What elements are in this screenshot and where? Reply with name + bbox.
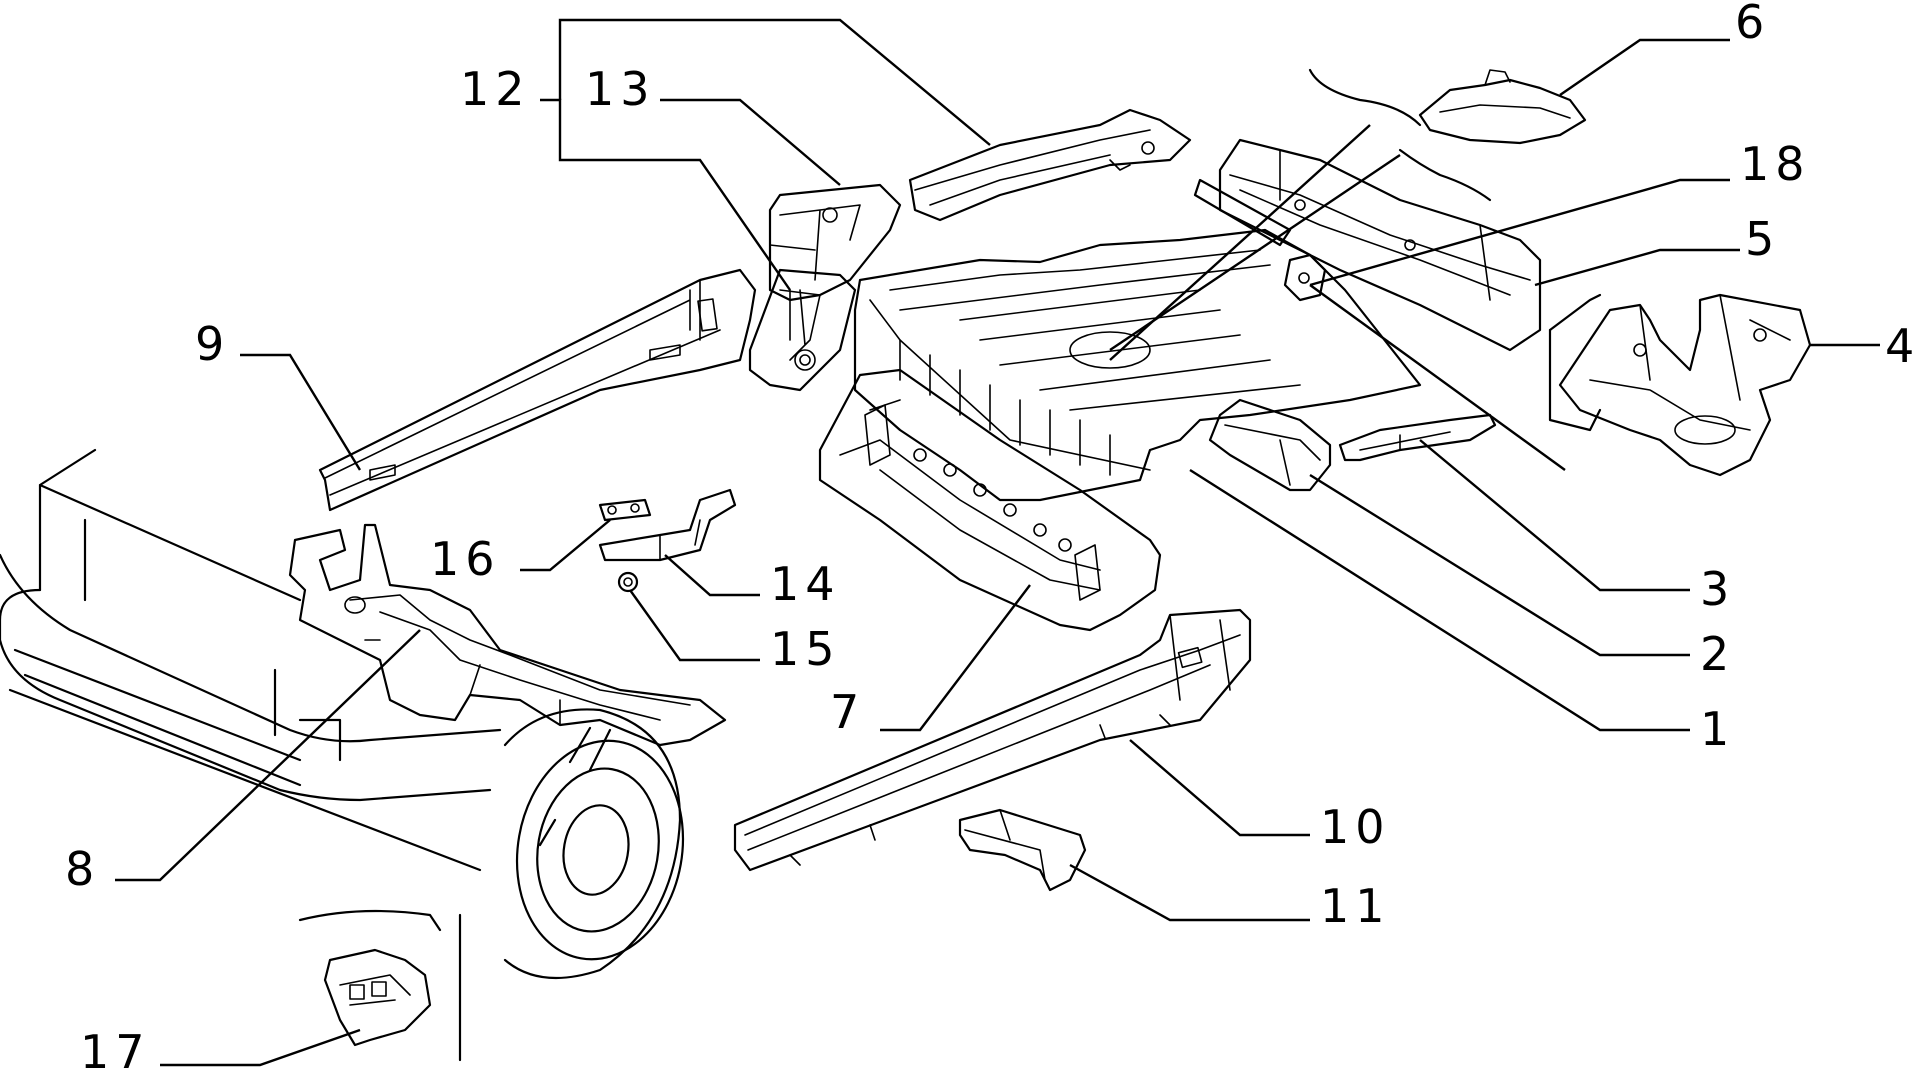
callout-2: 2 <box>1700 627 1735 681</box>
leader-5 <box>1534 248 1740 287</box>
part-17-bracket <box>323 948 432 1047</box>
leader-2 <box>1309 473 1690 657</box>
part-9-side-rail <box>318 268 757 512</box>
leader-7 <box>880 584 1031 732</box>
leader-16 <box>520 519 611 572</box>
rear-wheel <box>503 708 685 980</box>
leader-13 <box>660 98 841 186</box>
leader-8 <box>115 629 421 882</box>
callout-6: 6 <box>1735 0 1770 49</box>
part-12-bracket-lower <box>748 268 857 392</box>
part-7-crossmember <box>818 368 1162 632</box>
callout-9: 9 <box>195 317 230 371</box>
leader-11 <box>1069 863 1310 922</box>
leader-12b <box>558 18 991 146</box>
callout-17: 17 <box>80 1025 151 1071</box>
leader-12 <box>540 98 791 291</box>
callout-3: 3 <box>1700 562 1735 616</box>
callout-7: 7 <box>830 685 865 739</box>
part-5-crossmember <box>1193 138 1542 352</box>
callout-1: 1 <box>1700 702 1735 756</box>
part-14-bracket <box>598 488 737 562</box>
part-11-bracket <box>958 808 1087 892</box>
leader-6 <box>1559 38 1730 96</box>
part-3-bracket <box>1338 413 1497 462</box>
callout-4: 4 <box>1885 319 1914 373</box>
leader-1 <box>1189 468 1690 732</box>
leader-lines <box>115 18 1880 1067</box>
part-18-bracket <box>1283 253 1327 302</box>
callout-15: 15 <box>770 622 841 676</box>
part-12-rear-rail <box>908 108 1192 222</box>
leader-18 <box>1309 178 1730 287</box>
leader-3 <box>1419 439 1690 592</box>
part-8-rear-member <box>288 523 727 747</box>
callout-labels: 1 2 3 4 5 6 7 8 9 10 11 12 13 14 15 16 1… <box>65 0 1914 1071</box>
part-6-cover <box>1418 69 1587 145</box>
callout-5: 5 <box>1745 212 1780 266</box>
part-4-bracket <box>1558 293 1812 477</box>
part-13-bracket-upper <box>768 183 902 302</box>
callout-16: 16 <box>430 532 501 586</box>
part-10-sill <box>733 608 1252 872</box>
leader-10 <box>1129 739 1310 837</box>
car-body-outline <box>0 448 502 1062</box>
callout-11: 11 <box>1320 879 1391 933</box>
leader-6c <box>1109 154 1401 351</box>
callout-18: 18 <box>1740 137 1811 191</box>
callout-8: 8 <box>65 842 100 896</box>
part-16-plate <box>598 498 652 522</box>
callout-13: 13 <box>585 62 656 116</box>
rear-body-outline-right <box>1308 68 1602 432</box>
callout-14: 14 <box>770 557 841 611</box>
callout-12: 12 <box>460 62 531 116</box>
part-1-floor-pan <box>853 228 1422 502</box>
part-2-member <box>1208 398 1332 492</box>
leader-15 <box>629 589 760 662</box>
part-15-nut <box>617 571 639 593</box>
leader-9 <box>240 353 362 471</box>
leader-17 <box>160 1028 361 1067</box>
leader-14 <box>664 554 760 597</box>
callout-10: 10 <box>1320 800 1391 854</box>
leader-18b <box>1309 284 1566 471</box>
